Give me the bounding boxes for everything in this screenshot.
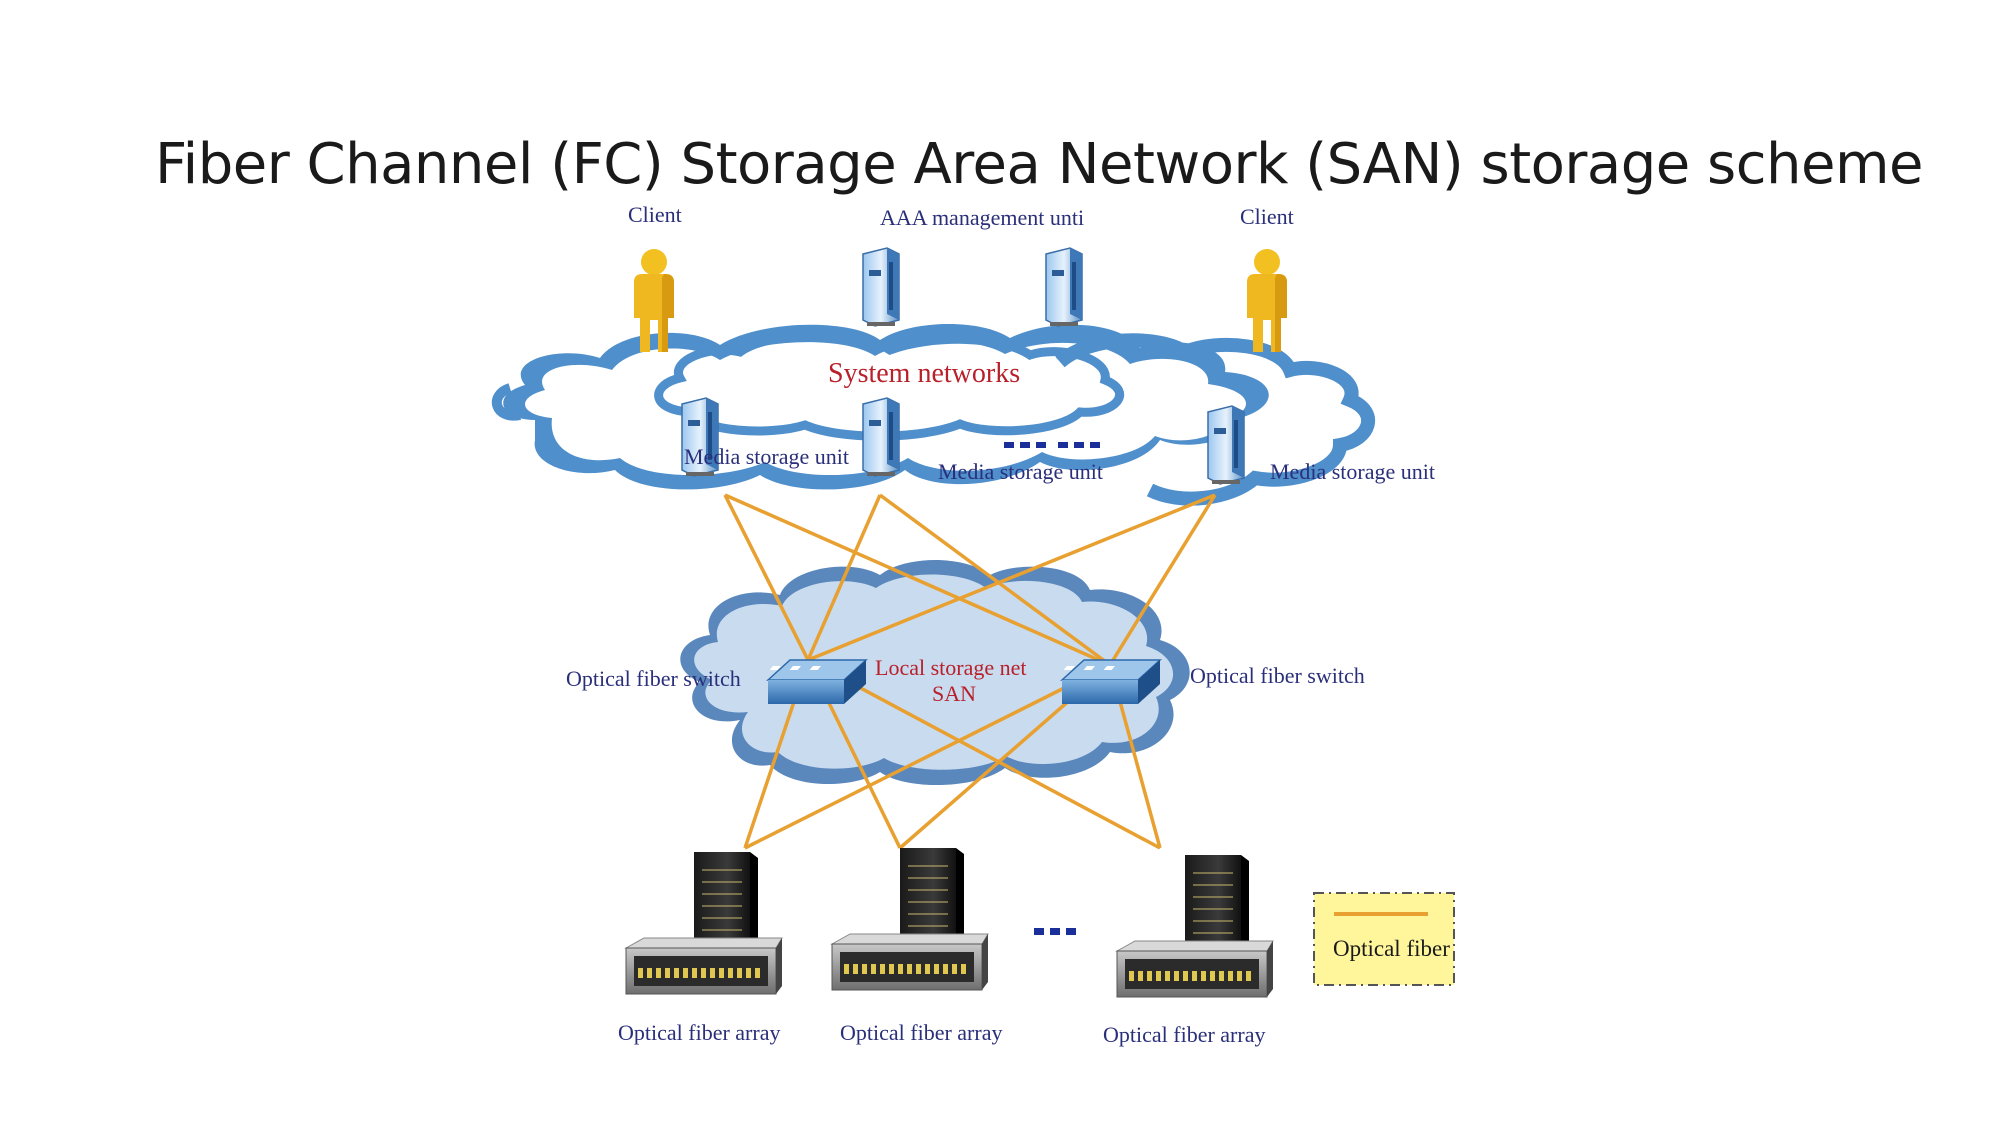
client-label-left: Client xyxy=(628,202,682,227)
ellipsis-icon xyxy=(1004,442,1100,448)
storage-array-icon xyxy=(625,851,783,995)
client-icon xyxy=(1247,249,1287,352)
page-title: Fiber Channel (FC) Storage Area Network … xyxy=(155,132,1923,197)
switch-label-right: Optical fiber switch xyxy=(1190,663,1365,688)
system-networks-label: System networks xyxy=(828,358,1020,389)
aaa-label: AAA management unti xyxy=(880,205,1084,230)
san-label-line1: Local storage net xyxy=(875,655,1027,680)
server-icon xyxy=(862,397,900,477)
array-label-2: Optical fiber array xyxy=(840,1020,1002,1045)
switch-label-left: Optical fiber switch xyxy=(566,666,741,691)
legend-label: Optical fiber xyxy=(1333,936,1450,961)
array-label-3: Optical fiber array xyxy=(1103,1022,1265,1047)
media-storage-label-1: Media storage unit xyxy=(684,444,849,469)
server-icon xyxy=(1045,247,1083,327)
media-storage-label-2: Media storage unit xyxy=(938,459,1103,484)
server-icon xyxy=(1207,405,1245,485)
media-storage-label-3: Media storage unit xyxy=(1270,459,1435,484)
ellipsis-icon xyxy=(1034,928,1076,935)
storage-array-icon xyxy=(831,847,989,991)
storage-array-icon xyxy=(1116,854,1274,998)
array-label-1: Optical fiber array xyxy=(618,1020,780,1045)
legend: Optical fiber xyxy=(1313,892,1455,986)
san-label-line2: SAN xyxy=(932,681,976,706)
client-label-right: Client xyxy=(1240,204,1294,229)
server-icon xyxy=(862,247,900,327)
